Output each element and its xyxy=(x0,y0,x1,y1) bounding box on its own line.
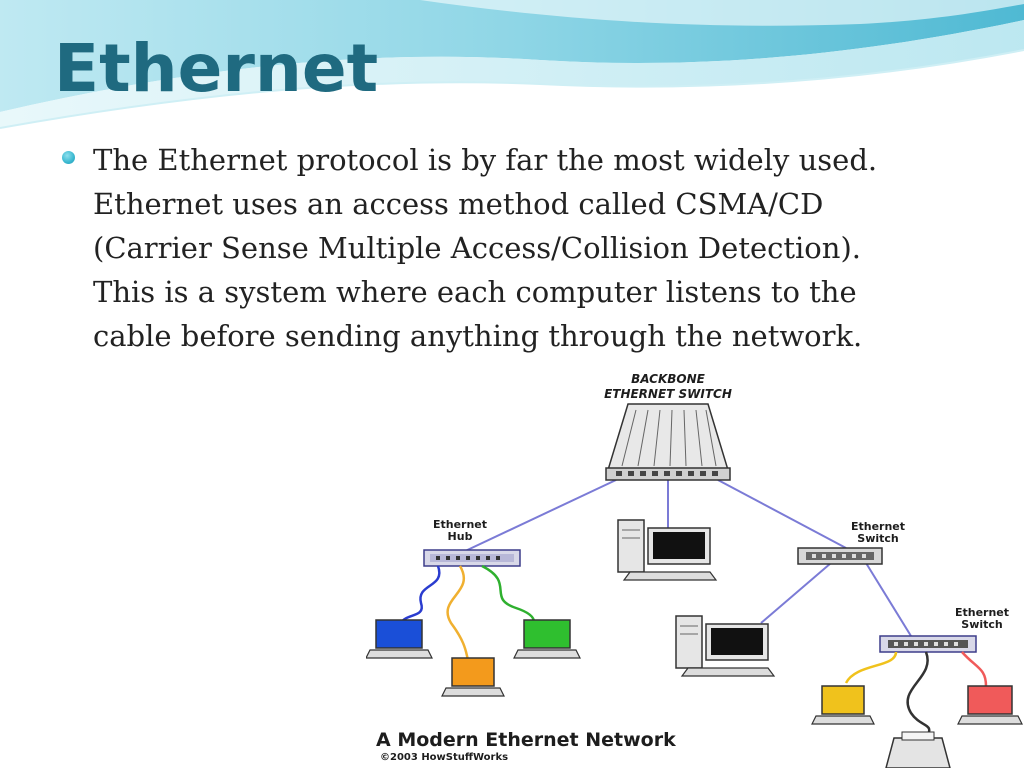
bullet-line: cable before sending anything through th… xyxy=(93,319,863,353)
bullet-block: The Ethernet protocol is by far the most… xyxy=(62,138,962,358)
cable-blue xyxy=(399,565,441,624)
link-switch-switch xyxy=(865,562,912,637)
bullet-dot-icon xyxy=(62,151,75,164)
copyright-text: ©2003 HowStuffWorks xyxy=(380,752,508,763)
cable-gray xyxy=(906,651,931,739)
cable-red xyxy=(961,651,988,687)
bullet-text: The Ethernet protocol is by far the most… xyxy=(93,138,962,358)
cable-yellow xyxy=(844,651,898,684)
switch1-label-line1: Ethernet xyxy=(851,520,905,533)
header-swoosh-decoration xyxy=(0,0,1024,129)
switch2-label-line1: Ethernet xyxy=(955,606,1009,619)
ethernet-switch-icon xyxy=(797,547,883,565)
backbone-label-line1: BACKBONE xyxy=(631,372,706,386)
ethernet-switch-icon xyxy=(879,635,977,653)
backbone-label-line2: ETHERNET SWITCH xyxy=(604,387,732,401)
ethernet-network-diagram: BACKBONE ETHERNET SWITCH Ethernet Hub xyxy=(366,372,1023,768)
desktop-computer-icon xyxy=(675,615,776,677)
diagram-caption: A Modern Ethernet Network xyxy=(376,729,676,751)
bullet-line: The Ethernet protocol is by far the most… xyxy=(93,143,878,177)
laptop-green-icon xyxy=(513,619,581,659)
switch2-label-line2: Switch xyxy=(961,618,1002,631)
laptop-red-icon xyxy=(957,685,1023,725)
bullet-line: Ethernet uses an access method called CS… xyxy=(93,187,824,221)
link-backbone-hub xyxy=(460,479,617,554)
hub-label-line1: Ethernet xyxy=(433,518,487,531)
switch1-label-line2: Switch xyxy=(857,532,898,545)
laptop-orange-icon xyxy=(441,657,505,697)
bullet-line: (Carrier Sense Multiple Access/Collision… xyxy=(93,231,861,265)
network-links xyxy=(460,479,912,637)
bullet-line: This is a system where each computer lis… xyxy=(93,275,857,309)
link-backbone-switch xyxy=(717,479,847,549)
cable-orange xyxy=(446,565,470,661)
slide-title: Ethernet xyxy=(54,30,379,107)
ethernet-hub-icon xyxy=(423,549,521,567)
link-switch-server xyxy=(760,562,832,624)
cable-green xyxy=(481,564,536,623)
printer-icon xyxy=(885,731,951,768)
desktop-computer-icon xyxy=(617,519,718,581)
backbone-switch-icon xyxy=(605,403,731,481)
laptop-yellow-icon xyxy=(811,685,875,725)
laptop-blue-icon xyxy=(366,619,433,659)
hub-label-line2: Hub xyxy=(448,530,473,543)
